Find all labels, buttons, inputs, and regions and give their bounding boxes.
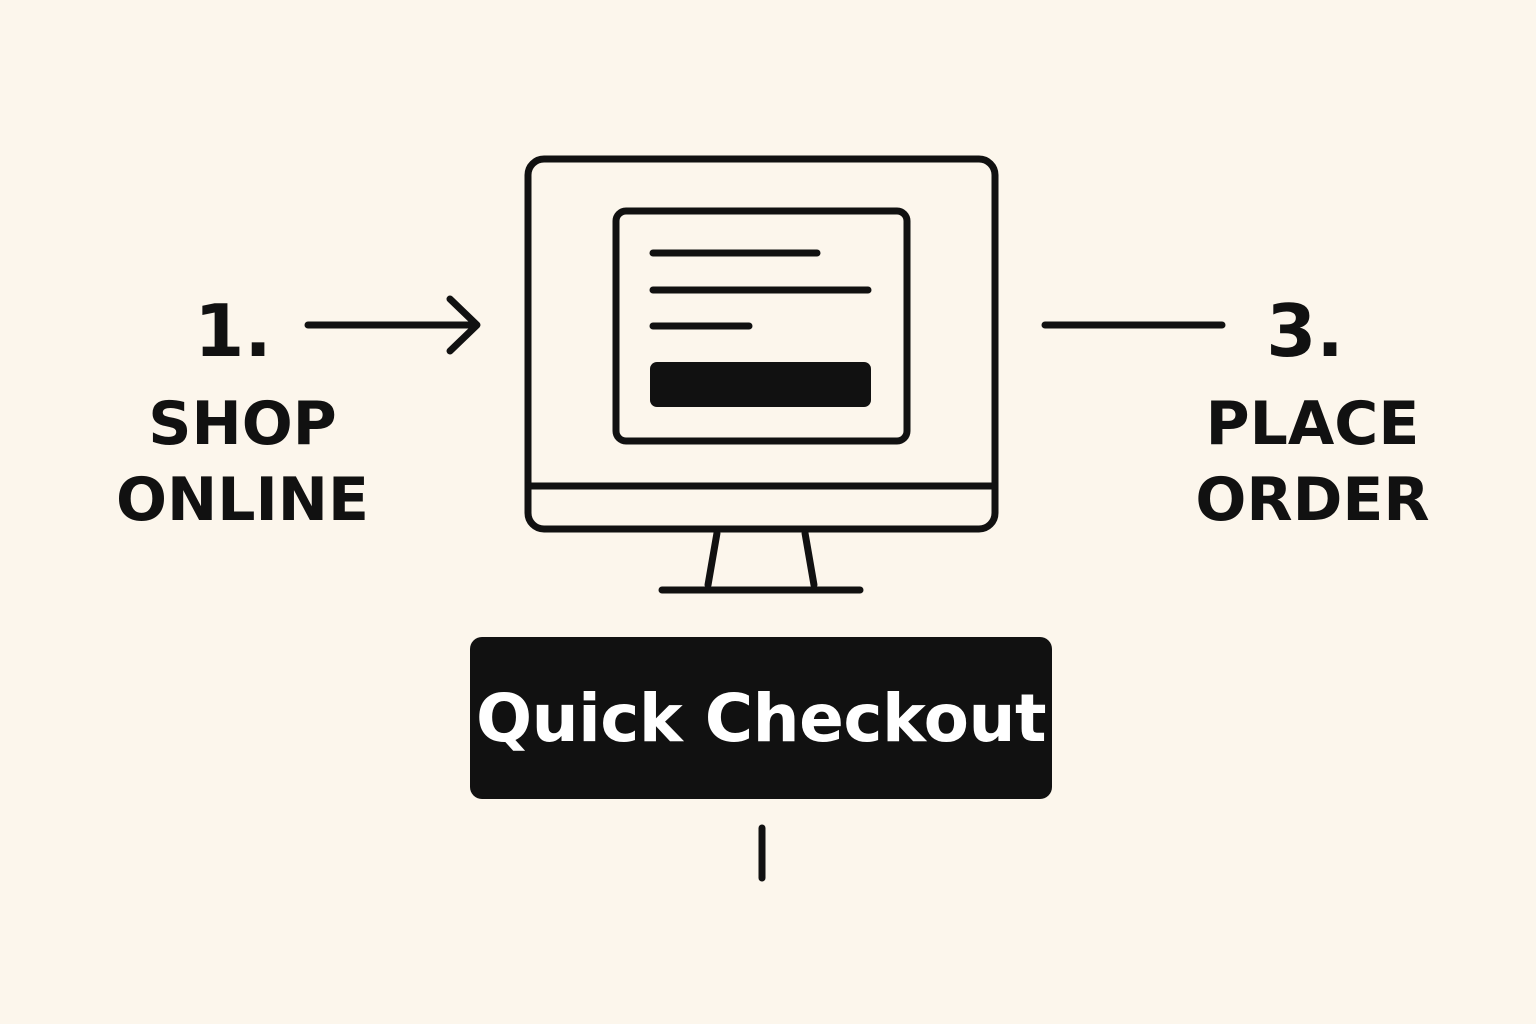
step-1-label: SHOP ONLINE bbox=[95, 386, 390, 538]
monitor-stand-right bbox=[801, 529, 818, 589]
quick-checkout-button[interactable]: Quick Checkout bbox=[470, 637, 1052, 799]
step-1-number: 1. bbox=[194, 289, 272, 373]
monitor-frame bbox=[524, 155, 999, 533]
step-3-label: PLACE ORDER bbox=[1170, 386, 1455, 538]
step-3-label-line-1: PLACE bbox=[1205, 389, 1420, 459]
step-1-label-line-2: ONLINE bbox=[116, 465, 369, 535]
arrow-right-icon bbox=[304, 295, 481, 355]
monitor-stand-left bbox=[704, 529, 721, 589]
form-submit-bar bbox=[650, 362, 871, 407]
screen-form-icon bbox=[612, 207, 911, 445]
step-3-number: 3. bbox=[1266, 289, 1344, 373]
screen-form-panel bbox=[612, 207, 911, 445]
step-3-label-line-2: ORDER bbox=[1195, 465, 1430, 535]
step-1-label-line-1: SHOP bbox=[148, 389, 337, 459]
desktop-monitor-icon bbox=[524, 155, 999, 594]
